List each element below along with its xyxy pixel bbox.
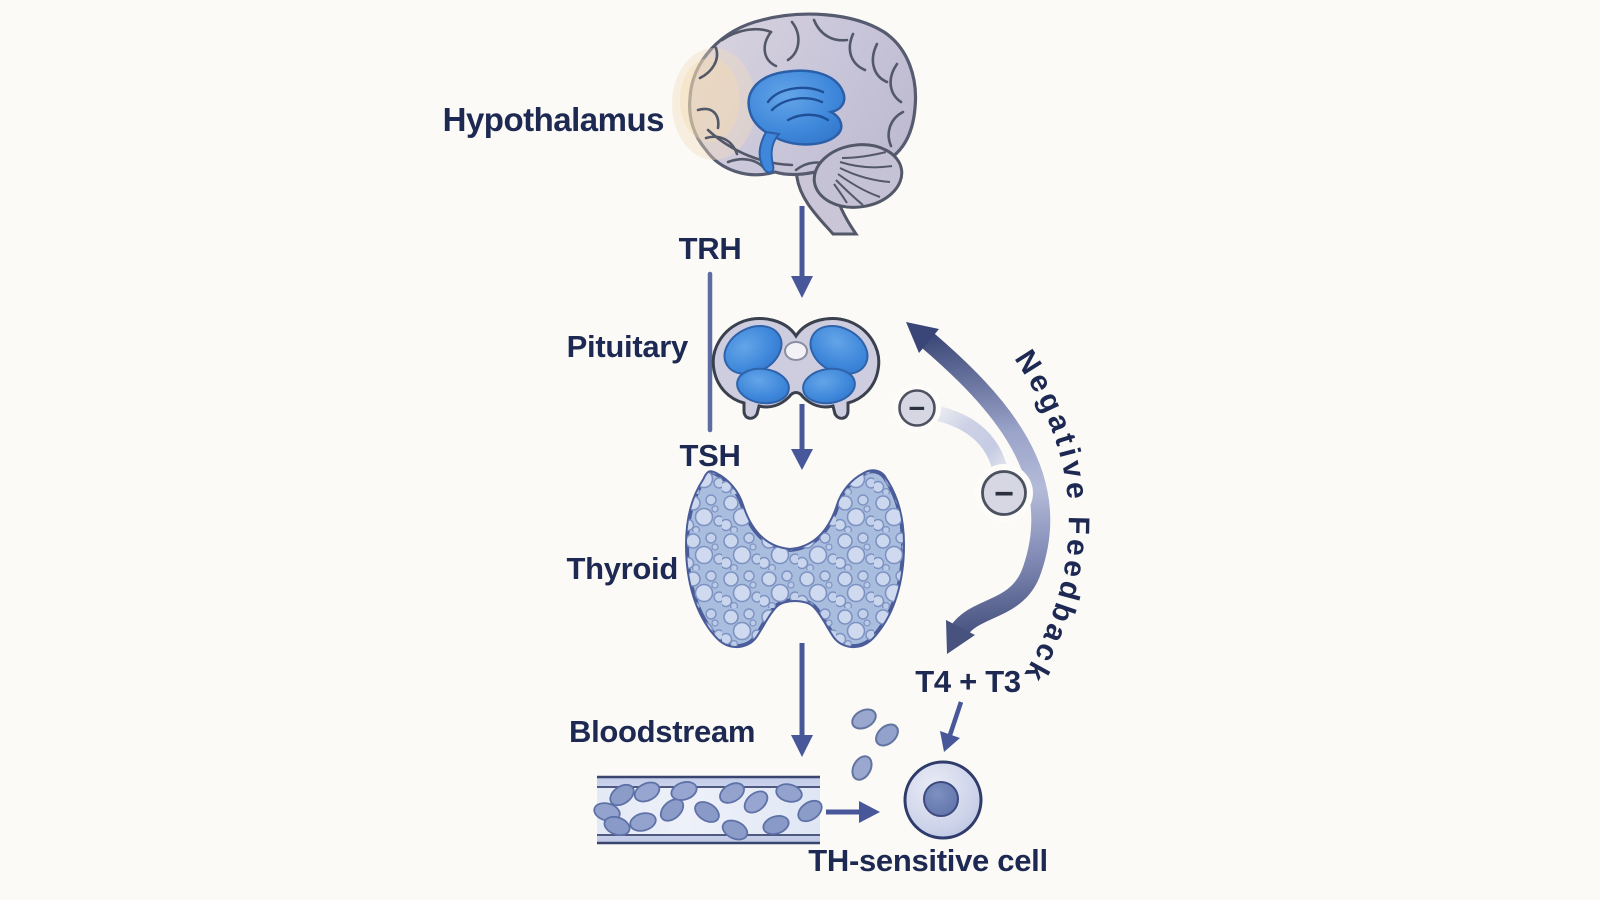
minus-sign-top: − <box>909 393 926 425</box>
pituitary-label: Pituitary <box>567 329 689 364</box>
arrow-bloodstream-to-cell <box>826 801 880 823</box>
frontal-tint <box>672 48 756 160</box>
pituitary-lobes <box>723 325 869 405</box>
arrow-brain-to-pituitary <box>791 206 813 298</box>
thyroid-follicle-texture <box>687 471 903 647</box>
pituitary-gland-illustration <box>711 317 881 420</box>
t4-t3-label: T4 + T3 <box>915 664 1021 699</box>
trh-label: TRH <box>679 231 742 266</box>
thyroid-label: Thyroid <box>566 551 678 586</box>
th-sensitive-cell-illustration <box>903 760 983 840</box>
arrow-pituitary-to-thyroid <box>791 404 813 470</box>
pituitary-center-oval <box>784 341 808 361</box>
arrow-t4t3-to-cell <box>940 701 964 752</box>
minus-sign-bottom: − <box>994 475 1014 513</box>
feedback-arrowhead-top <box>906 322 939 353</box>
hypothalamus-label: Hypothalamus <box>443 101 664 138</box>
th-sensitive-cell-label: TH-sensitive cell <box>808 843 1048 878</box>
arrow-thyroid-to-bloodstream <box>791 643 813 757</box>
bloodstream-label: Bloodstream <box>569 714 755 749</box>
feedback-arc <box>918 330 1051 638</box>
cerebellum-shape <box>812 143 904 209</box>
negative-feedback-arrow-icon: − − Negative Feedback <box>893 322 1095 690</box>
blood-cells <box>593 781 823 841</box>
negative-feedback-label: Negative Feedback <box>1008 344 1095 690</box>
hypothalamus-highlight <box>747 69 846 174</box>
brain-illustration <box>672 12 918 236</box>
cell-nucleus <box>923 781 959 817</box>
frontal-tint-inner <box>680 58 740 142</box>
tsh-label: TSH <box>679 438 740 473</box>
axis-arrows <box>791 206 964 823</box>
inhibition-badge-top: − <box>893 384 941 432</box>
hormone-particles-illustration <box>851 708 899 781</box>
blood-vessel-illustration <box>593 775 823 845</box>
inhibition-badge-bottom: − <box>975 464 1033 522</box>
feedback-arrowhead-bottom <box>946 620 975 654</box>
thyroid-gland-illustration <box>684 469 906 648</box>
